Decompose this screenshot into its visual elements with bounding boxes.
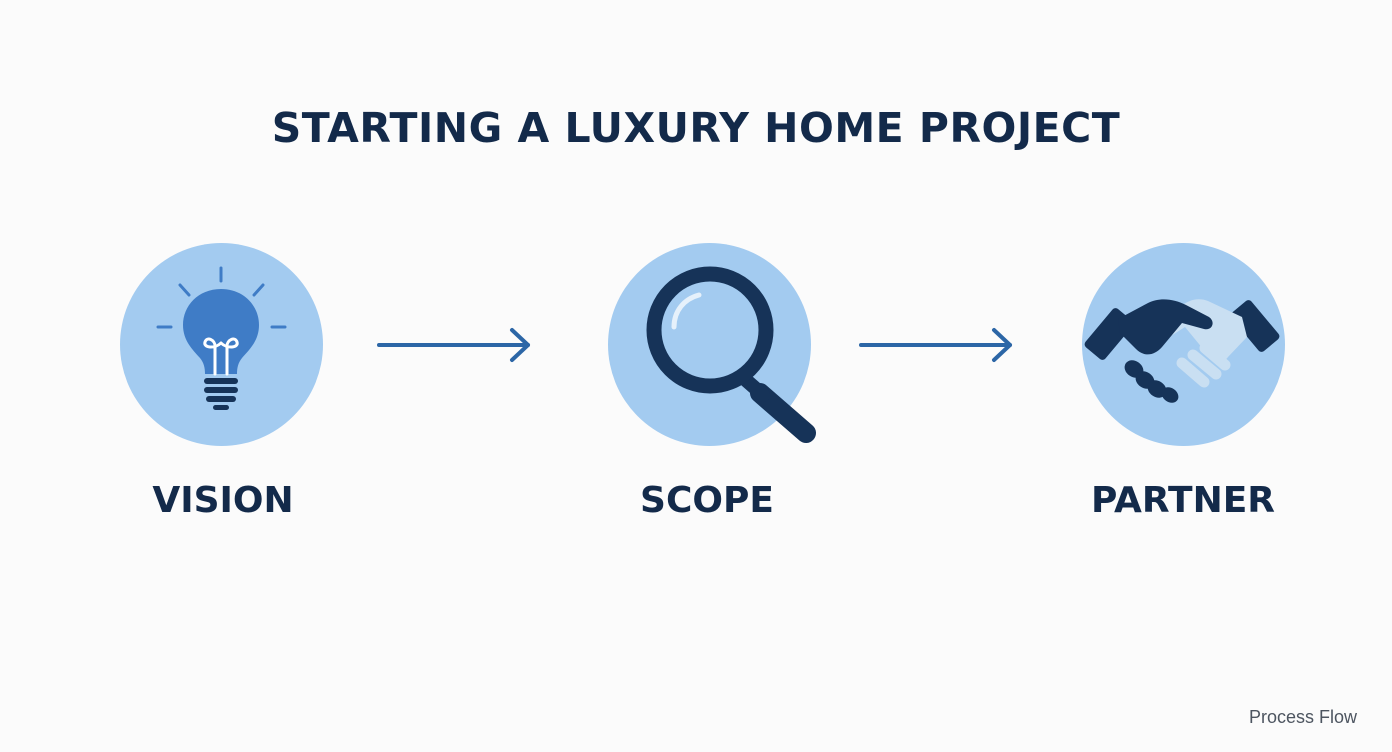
step-label-vision: VISION <box>152 480 294 521</box>
arrow-right-icon <box>859 328 1012 362</box>
step-label-partner: PARTNER <box>1090 480 1276 521</box>
footer-caption: Process Flow <box>1248 707 1357 727</box>
step-label-scope: SCOPE <box>640 480 774 521</box>
vision-circle <box>120 243 323 446</box>
scope-circle <box>608 243 816 446</box>
partner-circle <box>1082 243 1285 446</box>
diagram-title: STARTING A LUXURY HOME PROJECT <box>271 104 1121 152</box>
magnifying-glass-icon <box>646 266 816 443</box>
handshake-icon <box>1084 299 1280 403</box>
lightbulb-icon <box>156 266 287 410</box>
arrow-right-icon <box>377 328 530 362</box>
